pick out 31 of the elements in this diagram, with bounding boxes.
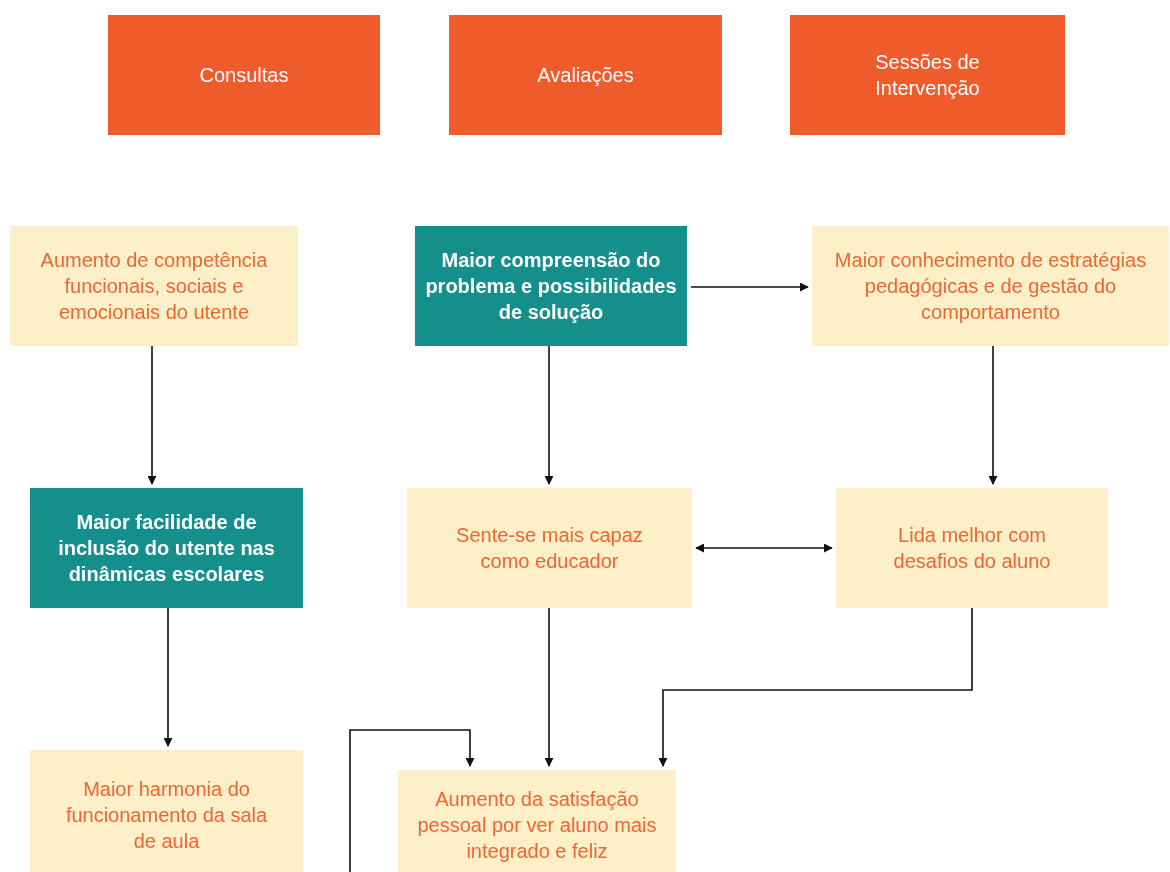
outcome-box xyxy=(415,226,687,346)
outcome-box xyxy=(398,770,676,872)
arrow xyxy=(147,345,157,485)
outcome-box xyxy=(812,226,1169,346)
outcome-box xyxy=(407,488,692,608)
box-text: Maior facilidade de inclusão do utente nas dinâmicas escolares xyxy=(57,510,276,587)
outcome-box xyxy=(10,226,298,346)
box-text: Aumento da satisfação pessoal por ver aluno mais integrado e feliz xyxy=(416,787,658,864)
arrow xyxy=(544,607,554,767)
outcome-box xyxy=(30,750,303,872)
box-text: Maior harmonia do funcionamento da sala de aula xyxy=(64,777,269,854)
box-text: Avaliações xyxy=(537,63,634,88)
arrow xyxy=(988,345,998,485)
header-box xyxy=(449,15,722,135)
box-text: Maior compreensão do problema e possibilidades de solução xyxy=(424,248,678,325)
box-text: Maior conhecimento de estratégias pedagógicas e de gestão do comportamento xyxy=(833,248,1148,325)
outcome-box xyxy=(30,488,303,608)
box-text: Sente-se mais capaz como educador xyxy=(455,523,644,574)
arrow xyxy=(658,607,973,767)
header-box xyxy=(108,15,380,135)
box-text: Consultas xyxy=(199,63,289,88)
box-text: Aumento de competência funcionais, sociais e emocionais do utente xyxy=(39,248,269,325)
outcome-box xyxy=(836,488,1108,608)
arrow xyxy=(544,345,554,485)
box-text: Lida melhor com desafios do aluno xyxy=(892,523,1052,574)
arrow xyxy=(349,729,475,872)
header-box xyxy=(790,15,1065,135)
arrow xyxy=(163,607,173,747)
box-text: Sessões de Intervenção xyxy=(874,50,981,101)
arrow xyxy=(690,282,809,292)
arrow xyxy=(695,543,833,553)
